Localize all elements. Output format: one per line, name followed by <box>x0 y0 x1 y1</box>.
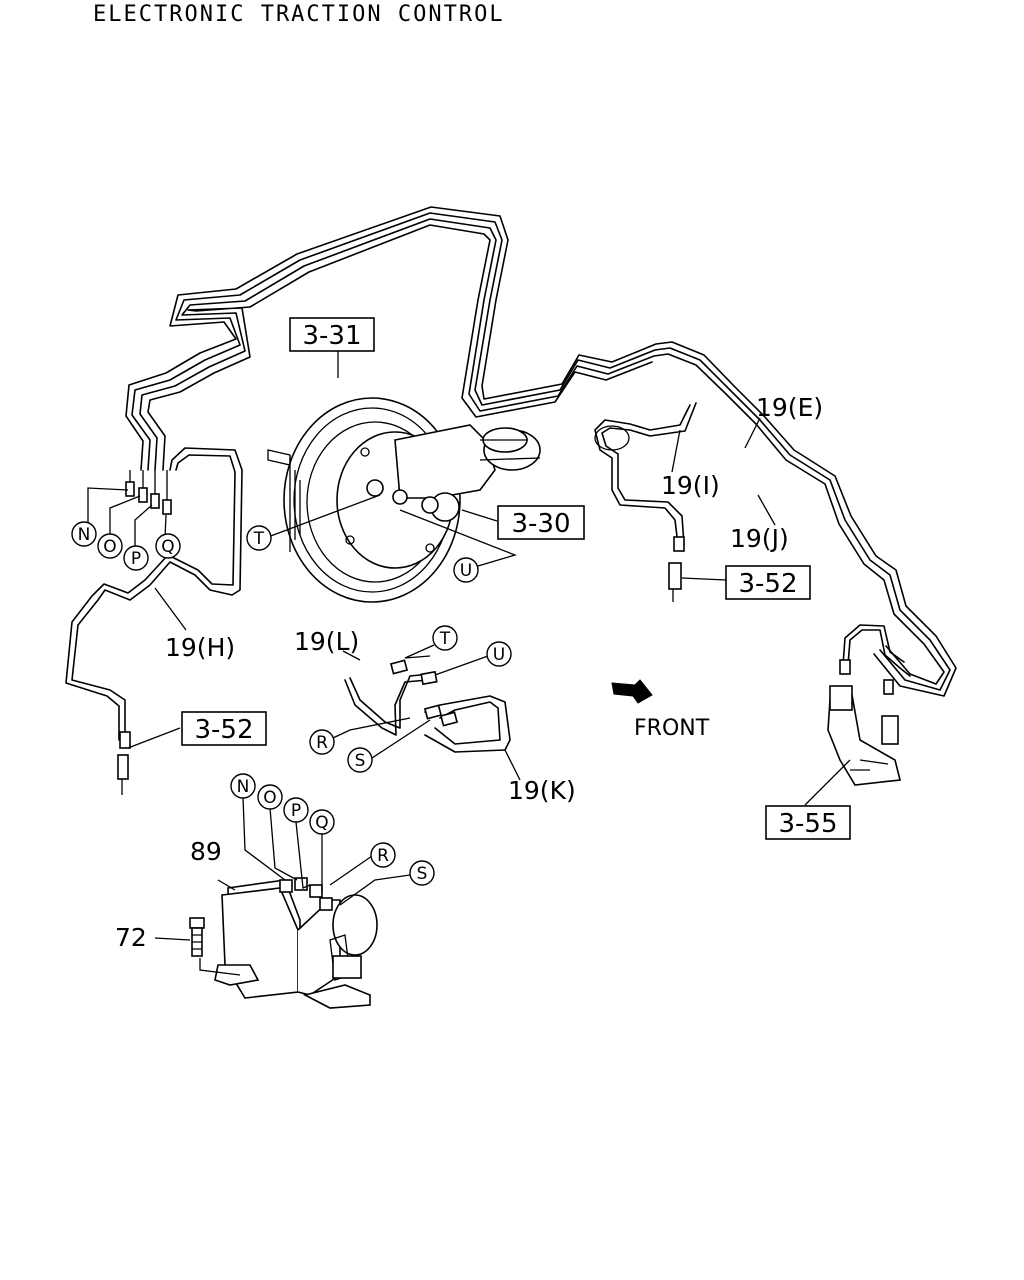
master-cylinder <box>366 424 541 522</box>
part-label-19l: 19(L) <box>294 627 359 656</box>
svg-text:N: N <box>78 525 91 545</box>
ref-label-3-52-left: 3-52 <box>194 715 253 745</box>
svg-text:R: R <box>377 846 389 866</box>
marker-q-top: Q <box>155 533 181 559</box>
left-pipe-fittings <box>125 470 172 515</box>
ref-box-3-55: 3-55 <box>765 805 851 840</box>
svg-text:T: T <box>253 529 265 549</box>
part-label-19e: 19(E) <box>756 393 823 422</box>
part-label-19k: 19(K) <box>508 776 576 805</box>
marker-o-top: O <box>97 533 123 559</box>
marker-t-booster: T <box>246 525 272 551</box>
svg-text:R: R <box>316 733 328 753</box>
marker-s-unit: S <box>409 860 435 886</box>
bracket-3-55 <box>827 685 901 786</box>
marker-p-unit: P <box>283 797 309 823</box>
marker-s-lines: S <box>347 747 373 773</box>
ref-label-3-30: 3-30 <box>511 509 570 539</box>
ref-label-3-52-right: 3-52 <box>738 569 797 599</box>
ref-label-3-31: 3-31 <box>302 321 361 351</box>
pipes-19l-19k <box>344 659 511 753</box>
part-label-19i: 19(I) <box>661 471 720 500</box>
pipe-19h <box>65 447 243 741</box>
svg-text:N: N <box>237 777 250 797</box>
marker-r-lines: R <box>309 729 335 755</box>
ref-box-3-30: 3-30 <box>497 505 585 540</box>
hydraulic-unit <box>214 877 378 1009</box>
part-label-72: 72 <box>115 923 147 952</box>
part-label-19j: 19(J) <box>730 524 789 553</box>
leader-lines <box>87 350 851 976</box>
marker-p-top: P <box>123 545 149 571</box>
diagram-title: ELECTRONIC TRACTION CONTROL <box>93 2 505 27</box>
front-label: FRONT <box>634 716 710 741</box>
marker-q-unit: Q <box>309 809 335 835</box>
svg-text:P: P <box>291 801 301 821</box>
ref-box-3-52-left: 3-52 <box>181 711 267 746</box>
ref-box-3-31: 3-31 <box>289 317 375 352</box>
svg-text:O: O <box>103 537 116 557</box>
marker-n-unit: N <box>230 773 256 799</box>
part-label-89: 89 <box>190 837 222 866</box>
brake-pipe-bundle <box>125 206 957 697</box>
marker-t-lines: T <box>432 625 458 651</box>
svg-text:Q: Q <box>161 537 174 557</box>
bolt-72 <box>189 917 205 957</box>
svg-text:U: U <box>460 561 472 581</box>
svg-text:O: O <box>263 788 276 808</box>
ref-box-3-52-right: 3-52 <box>725 565 811 600</box>
pipe-19i <box>594 402 697 602</box>
marker-n-top: N <box>71 521 97 547</box>
svg-text:S: S <box>355 751 366 771</box>
marker-r-unit: R <box>370 842 396 868</box>
front-arrow-icon <box>611 679 653 704</box>
marker-o-unit: O <box>257 784 283 810</box>
pipe-19j-end <box>839 624 911 695</box>
svg-text:Q: Q <box>315 813 328 833</box>
svg-text:P: P <box>131 549 141 569</box>
part-label-19h: 19(H) <box>165 633 235 662</box>
ref-label-3-55: 3-55 <box>778 809 837 839</box>
svg-text:U: U <box>493 645 505 665</box>
marker-u-booster: U <box>453 557 479 583</box>
marker-u-lines: U <box>486 641 512 667</box>
svg-text:S: S <box>417 864 428 884</box>
svg-text:T: T <box>439 629 451 649</box>
left-hose-fitting <box>117 731 131 795</box>
